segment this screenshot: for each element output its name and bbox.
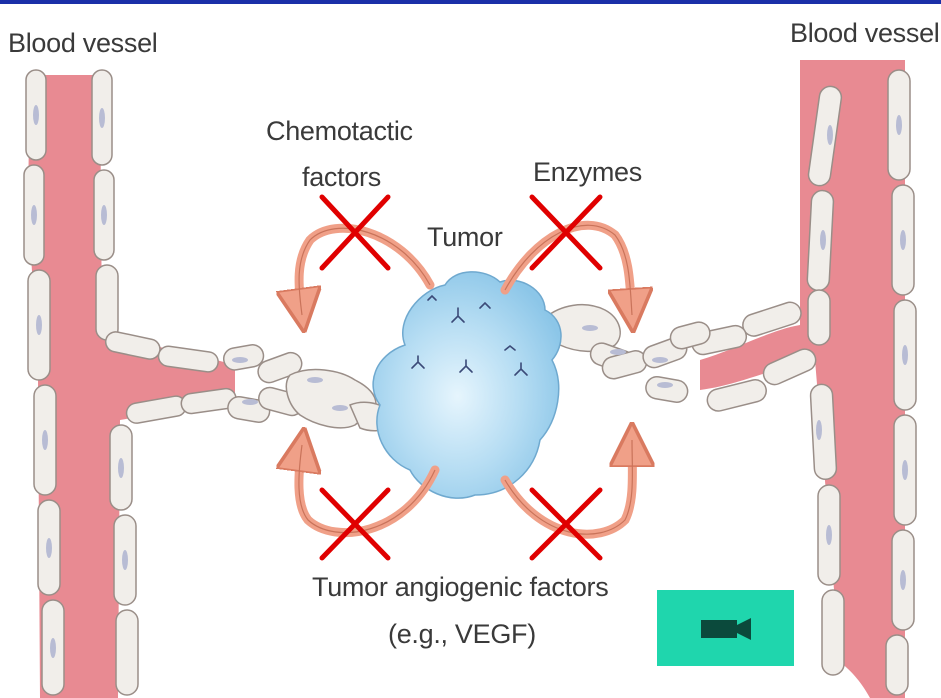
label-angiogenic-factors: Tumor angiogenic factors	[312, 572, 608, 603]
label-chemotactic: Chemotactic	[266, 116, 413, 147]
label-enzymes: Enzymes	[533, 157, 642, 188]
capillary-sprout-left	[222, 343, 392, 431]
label-vegf: (e.g., VEGF)	[388, 619, 536, 650]
label-blood-vessel-left: Blood vessel	[8, 28, 158, 59]
capillary-sprout-right	[543, 305, 712, 404]
label-blood-vessel-right: Blood vessel	[790, 18, 940, 49]
label-tumor: Tumor	[427, 222, 503, 253]
top-border	[0, 0, 941, 4]
cross-enzymes	[532, 197, 600, 268]
video-camera-icon	[657, 590, 794, 666]
label-factors: factors	[302, 162, 381, 193]
blood-vessel-left	[24, 70, 237, 698]
tumor-mass	[373, 272, 561, 498]
video-play-button[interactable]	[657, 590, 794, 666]
